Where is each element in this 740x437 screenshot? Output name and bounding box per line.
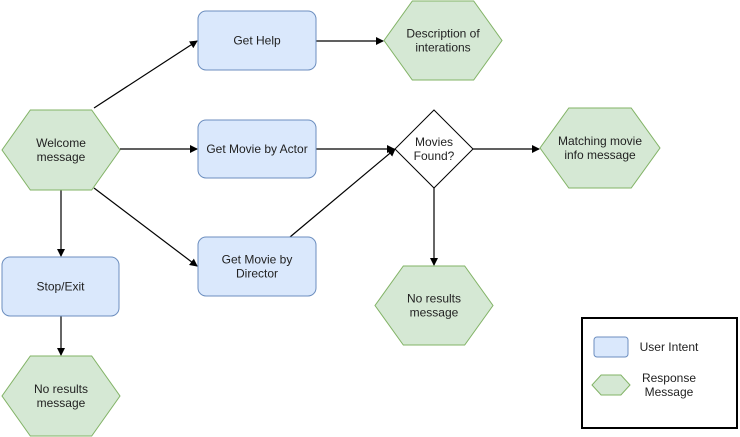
get-help-box <box>197 10 317 71</box>
no-results-mid-line-1: No results <box>407 292 461 306</box>
matching-info-line-2: info message <box>564 148 636 162</box>
edge-get-movie-director-to-movies-found <box>289 148 396 238</box>
movies-found-line-1: Movies <box>415 135 453 149</box>
matching-info-line-1: Matching movie <box>558 134 642 148</box>
legend-response-line-2: Message <box>645 385 694 399</box>
get-movie-actor-line-1: Get Movie by Actor <box>206 142 307 156</box>
get-movie-director-line-1: Get Movie by <box>222 253 293 267</box>
stop-exit-box <box>1 256 120 317</box>
matching-info-hexagon <box>539 107 661 189</box>
welcome-line-2: message <box>37 150 86 164</box>
legend-user-intent-line-1: User Intent <box>640 340 699 354</box>
welcome-line-1: Welcome <box>36 136 86 150</box>
get-movie-director-line-2: Director <box>236 267 278 281</box>
legend-box <box>581 317 738 429</box>
node-get-movie-actor: Get Movie by Actor <box>197 119 317 179</box>
edge-welcome-to-get-help <box>93 40 198 109</box>
no-results-bottom-hexagon <box>1 355 121 437</box>
welcome-hexagon <box>1 109 121 191</box>
node-get-help: Get Help <box>197 10 317 71</box>
legend-item-user-intent: User Intent <box>593 336 699 358</box>
get-movie-director-box <box>197 236 317 297</box>
movies-found-diamond <box>394 109 474 189</box>
no-results-bottom-line-2: message <box>37 396 86 410</box>
no-results-mid-line-2: message <box>410 306 459 320</box>
edges <box>57 37 540 356</box>
description-hexagon <box>383 0 503 81</box>
legend-user-intent-swatch <box>593 336 629 358</box>
no-results-bottom-line-1: No results <box>34 382 88 396</box>
stop-exit-line-1: Stop/Exit <box>36 280 85 294</box>
legend-response-swatch <box>591 374 631 396</box>
get-movie-actor-box <box>197 119 317 179</box>
description-line-2: interations <box>415 41 470 55</box>
no-results-mid-hexagon <box>374 265 494 346</box>
movies-found-line-2: Found? <box>414 149 455 163</box>
legend-response-line-1: Response <box>642 371 696 385</box>
get-help-line-1: Get Help <box>233 34 281 48</box>
edge-welcome-to-get-movie-director <box>93 187 198 267</box>
node-stop-exit: Stop/Exit <box>1 256 120 317</box>
description-line-1: Description of <box>406 27 480 41</box>
